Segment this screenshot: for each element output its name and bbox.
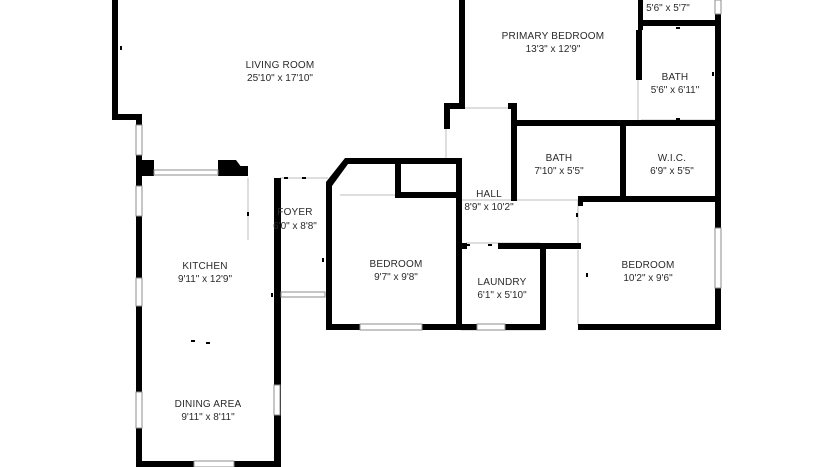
primary-bath-dims: 5'6" x 6'11" <box>651 85 700 96</box>
bedroom-2-name: BEDROOM <box>621 260 674 271</box>
dining-area-name: DINING AREA <box>175 399 242 410</box>
laundry-dims: 6'1" x 5'10" <box>477 290 527 301</box>
bedroom-2-dims: 10'2" x 9'6" <box>623 273 673 284</box>
kitchen-name: KITCHEN <box>182 261 227 272</box>
wic-dims: 6'9" x 5'5" <box>650 166 694 177</box>
primary-bedroom-name: PRIMARY BEDROOM <box>502 31 605 42</box>
primary-bath-name: BATH <box>662 72 689 83</box>
dining-area-dims: 9'11" x 8'11" <box>181 412 235 423</box>
door-markers <box>120 27 714 344</box>
bedroom-1-dims: 9'7" x 9'8" <box>374 272 418 283</box>
hall-name: HALL <box>476 189 502 200</box>
bedroom-1-name: BEDROOM <box>369 259 422 270</box>
kitchen-dims: 9'11" x 12'9" <box>178 274 233 285</box>
laundry-name: LAUNDRY <box>477 277 526 288</box>
top-closet-dims: 5'6" x 5'7" <box>646 3 690 14</box>
walls <box>112 0 721 467</box>
windows <box>135 0 722 467</box>
living-room-dims: 25'10" x 17'10" <box>247 73 313 84</box>
bath-name: BATH <box>546 153 573 164</box>
foyer-name: FOYER <box>277 207 312 218</box>
living-room-name: LIVING ROOM <box>246 60 315 71</box>
foyer-dims: 6'0" x 8'8" <box>273 221 317 232</box>
primary-bedroom-dims: 13'3" x 12'9" <box>526 44 581 55</box>
room-labels: LIVING ROOM 25'10" x 17'10" PRIMARY BEDR… <box>175 3 700 423</box>
wic-name: W.I.C. <box>658 153 686 164</box>
hall-dims: 8'9" x 10'2" <box>464 202 514 213</box>
bath-dims: 7'10" x 5'5" <box>534 166 584 177</box>
